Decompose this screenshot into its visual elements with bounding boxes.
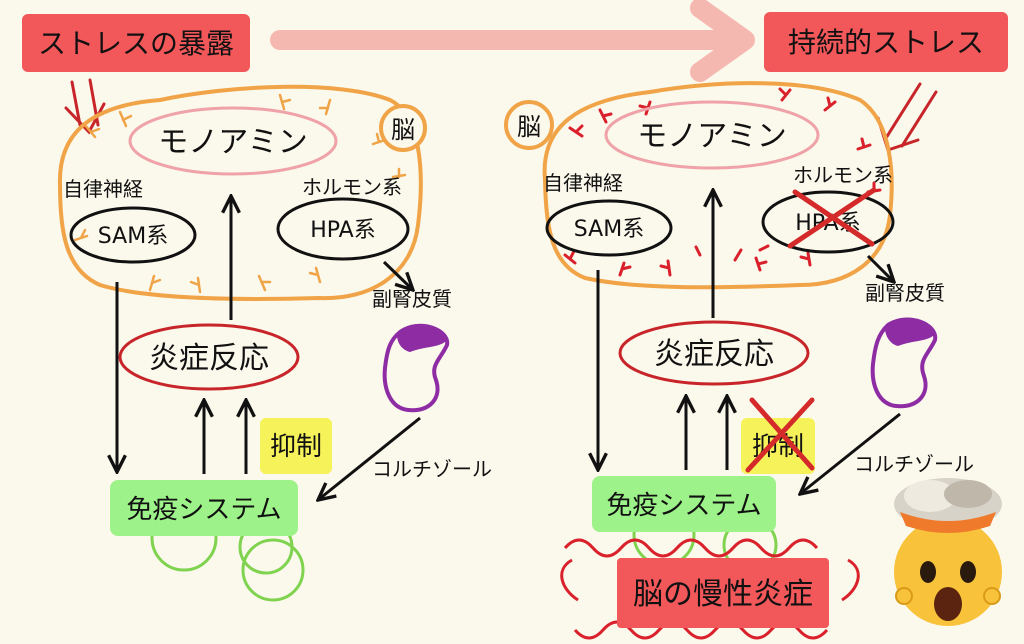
stress-exposure-bg — [22, 14, 250, 72]
right-suppression-cross — [745, 397, 815, 473]
right-hpa-cross — [787, 187, 877, 249]
right-adrenal-gland — [885, 318, 935, 346]
left-autonomic-nerve-label: 自律神経 — [63, 177, 143, 201]
left-brain-outline — [57, 84, 423, 301]
right-neuroinflammation-box — [617, 558, 829, 628]
left-arrows — [117, 196, 421, 500]
chronic-stress-box: 持続的ストレス — [764, 12, 1008, 72]
left-inflammation-label: 炎症反応 — [149, 341, 269, 376]
left-brain-label: 脳 — [391, 116, 415, 144]
right-monoamine-label: モノアミン — [637, 119, 786, 154]
right-arrows — [598, 190, 901, 494]
left-hormone-label: ホルモン系 — [302, 175, 402, 199]
left-monoamine-label: モノアミン — [158, 125, 307, 160]
right-hormone-label: ホルモン系 — [793, 163, 893, 187]
left-cortisol-label: コルチゾール — [372, 457, 492, 481]
right-immune-label: 免疫システム — [606, 491, 761, 521]
chronic-stress-label: 持続的ストレス — [788, 26, 984, 59]
right-sam-label: SAM系 — [574, 217, 644, 242]
left-blood-vessels — [73, 93, 407, 294]
right-brain-label-circle — [504, 100, 554, 150]
stress-exposure-box: ストレスの暴露 — [22, 14, 250, 72]
left-sam-label: SAM系 — [98, 224, 168, 249]
right-panel: 脳 モノアミン 自律神経 SAM系 ホルモン系 HPA系 副腎皮質 炎症反応 抑… — [504, 81, 1002, 640]
progression-arrow — [270, 0, 755, 82]
right-neuroinflammation-vessels — [560, 538, 860, 640]
right-monoamine-ellipse — [604, 100, 820, 170]
stress-exposure-label: ストレスの暴露 — [38, 27, 234, 60]
right-hpa-ellipse — [761, 190, 895, 254]
left-panel: 脳 モノアミン 自律神経 SAM系 ホルモン系 HPA系 副腎皮質 炎症反応 抑… — [57, 78, 492, 602]
right-cortisol-label: コルチゾール — [854, 452, 974, 476]
right-brain-label: 脳 — [517, 113, 541, 141]
left-arrow-hpa-to-adrenal — [382, 260, 413, 290]
right-autonomic-nerve-label: 自律神経 — [543, 171, 623, 195]
right-arrow-cortisol-to-immune — [800, 412, 901, 494]
left-brain-label-circle — [379, 104, 427, 152]
left-immune-label: 免疫システム — [126, 495, 281, 525]
left-sam-ellipse — [69, 206, 197, 264]
left-immune-box — [110, 480, 298, 536]
left-suppression-box — [260, 418, 332, 474]
chronic-stress-bg — [764, 12, 1008, 72]
right-blood-vessels — [563, 87, 882, 277]
left-immune-cell-3 — [241, 538, 305, 602]
left-arrow-cortisol-to-immune — [318, 416, 421, 500]
left-monoamine-ellipse — [128, 106, 338, 176]
right-inflammation-label: 炎症反応 — [654, 337, 774, 372]
left-hpa-ellipse — [276, 197, 410, 261]
right-adrenal-cortex-label: 副腎皮質 — [865, 281, 945, 305]
right-arrow-hpa-to-adrenal — [866, 254, 894, 282]
right-neuroinflammation-label: 脳の慢性炎症 — [633, 577, 813, 612]
left-suppression-label: 抑制 — [270, 432, 322, 462]
left-adrenal-gland — [397, 325, 447, 352]
right-immune-box — [592, 476, 776, 532]
left-hpa-label: HPA系 — [310, 218, 375, 243]
left-inflammation-ellipse — [118, 323, 300, 391]
right-inflammation-ellipse — [618, 320, 810, 386]
exploding-head-icon — [894, 478, 1002, 626]
right-sam-ellipse — [545, 199, 673, 257]
